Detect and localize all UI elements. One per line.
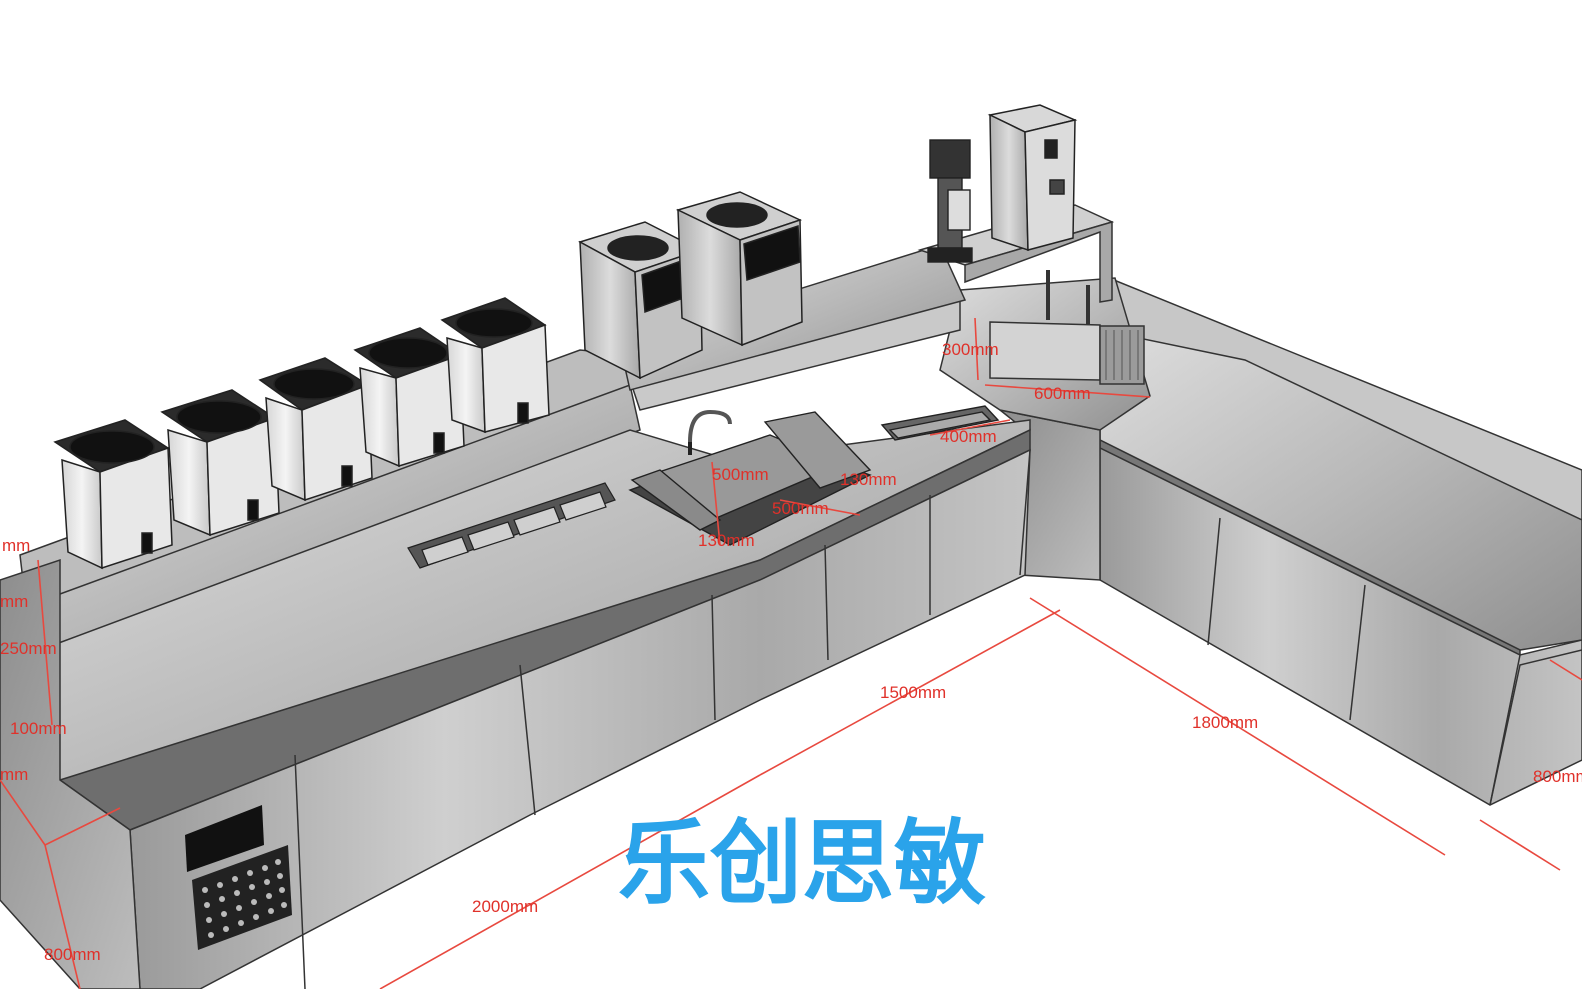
dim-sink-width: 500mm xyxy=(712,465,769,484)
dim-drain-right: 130mm xyxy=(840,470,897,489)
sink-area xyxy=(628,409,872,546)
blender xyxy=(927,139,973,263)
fructose-machine-1 xyxy=(578,221,703,380)
main-counter xyxy=(0,419,1031,989)
dim-right-length: 1800mm xyxy=(1192,713,1258,732)
dim-left-edge-low: mm xyxy=(0,765,28,784)
fridge-panel xyxy=(185,805,292,950)
syrup-dispensers xyxy=(53,297,550,570)
dimension-labels: 2000mm 1500mm 1800mm 800mm 800mm 500mm 5… xyxy=(0,340,1582,964)
fructose-machine-2 xyxy=(675,191,803,347)
dim-left-depth: 800mm xyxy=(44,945,101,964)
dispenser-1 xyxy=(53,419,173,570)
fructose-machines xyxy=(578,191,803,380)
dim-right-depth: 800mm xyxy=(1533,767,1582,786)
dim-drain-left: 130mm xyxy=(698,531,755,550)
right-counter xyxy=(1099,274,1582,806)
ice-bin xyxy=(880,405,1000,441)
dispenser-4 xyxy=(353,327,465,468)
dim-left-gap: 100mm xyxy=(10,719,67,738)
dispenser-5 xyxy=(440,297,550,434)
dim-sink-depth: 500mm xyxy=(772,499,829,518)
dim-middle-length: 1500mm xyxy=(880,683,946,702)
dim-shelf-height: 250mm xyxy=(0,639,57,658)
dim-left-edge-top: mm xyxy=(2,536,30,555)
topping-wells xyxy=(407,482,616,569)
dim-corner-shelf: 600mm xyxy=(1034,384,1091,403)
brand-watermark: 乐创思敏 xyxy=(618,810,986,917)
dimension-lines xyxy=(0,317,1582,989)
dim-front-length: 2000mm xyxy=(472,897,538,916)
dim-corner-height: 300mm xyxy=(942,340,999,359)
dispenser-3 xyxy=(258,357,373,502)
dim-left-edge-mid: mm xyxy=(0,592,28,611)
water-boiler xyxy=(987,104,1078,252)
dispenser-2 xyxy=(160,389,280,537)
dim-ice-bin: 400mm xyxy=(940,427,997,446)
